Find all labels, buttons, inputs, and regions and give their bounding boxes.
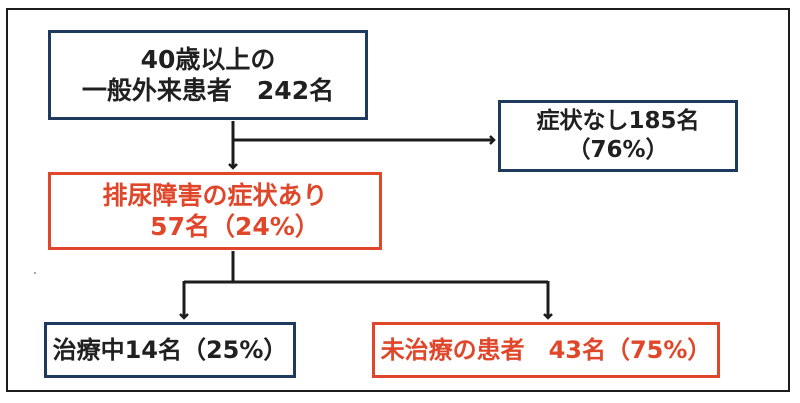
node-urination-symptoms: 排尿障害の症状あり 57名（24%） (48, 172, 382, 250)
node-urination-symptoms-line2: 57名（24%） (150, 212, 320, 241)
node-in-treatment: 治療中14名（25%） (44, 322, 296, 378)
node-no-symptoms-line2: （76%） (567, 137, 669, 163)
node-untreated: 未治療の患者 43名（75%） (372, 322, 720, 378)
node-no-symptoms-line1: 症状なし185名 (536, 108, 700, 135)
node-all-patients: 40歳以上の 一般外来患者 242名 (48, 30, 368, 120)
stray-dot (34, 272, 36, 274)
node-all-patients-line1: 40歳以上の (140, 44, 276, 74)
node-in-treatment-label: 治療中14名（25%） (52, 336, 288, 364)
node-all-patients-line2: 一般外来患者 242名 (81, 76, 335, 105)
node-urination-symptoms-line1: 排尿障害の症状あり (102, 180, 328, 210)
node-no-symptoms: 症状なし185名 （76%） (498, 100, 738, 172)
node-untreated-label: 未治療の患者 43名（75%） (380, 336, 712, 364)
